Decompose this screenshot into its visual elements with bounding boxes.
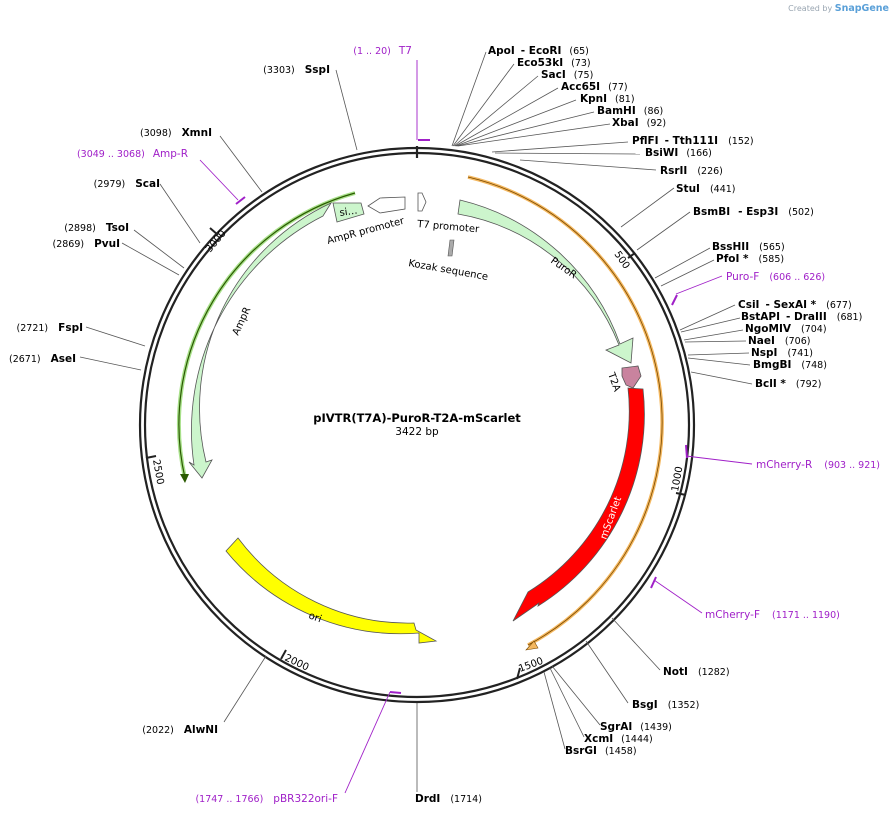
credit-text: Created by (788, 4, 833, 13)
site-nspi[interactable]: NspI(741) (751, 347, 813, 359)
site-bsrgi[interactable]: BsrGI(1458) (565, 745, 637, 757)
ori-label: ori (307, 610, 323, 625)
site-bsgi[interactable]: BsgI(1352) (632, 699, 699, 711)
site-rsrii[interactable]: RsrII(226) (660, 165, 723, 177)
snapgene-credit: Created by SnapGene (788, 3, 889, 14)
primer-pbr322ori-f[interactable]: (1747 .. 1766)pBR322ori-F (195, 793, 338, 805)
orf-arrowhead (525, 640, 539, 651)
site-xbai[interactable]: XbaI(92) (612, 117, 666, 129)
site-noti[interactable]: NotI(1282) (663, 666, 730, 678)
kozak-label: Kozak sequence (407, 258, 488, 283)
site-sspi[interactable]: (3303)SspI (263, 64, 330, 76)
site-kpni[interactable]: KpnI(81) (580, 93, 635, 105)
site-drdi[interactable]: DrdI(1714) (415, 793, 482, 805)
site-asei[interactable]: (2671)AseI (9, 353, 76, 365)
plasmid-name: pIVTR(T7A)-PuroR-T2A-mScarlet (313, 411, 521, 425)
tick-1000-mark (675, 492, 687, 496)
site-stui[interactable]: StuI(441) (676, 183, 736, 195)
t7-promoter-label: T7 promoter (416, 219, 481, 236)
feature-ori[interactable] (225, 537, 438, 644)
snapgene-logo-text: SnapGene (834, 3, 889, 14)
site-csii[interactable]: CsiI- SexAI *(677) (738, 299, 852, 311)
primer-mcherry-r[interactable]: mCherry-R(903 .. 921) (756, 459, 880, 471)
site-bstapi[interactable]: BstAPI- DraIII(681) (741, 311, 862, 323)
primer-amp-r[interactable]: (3049 .. 3068)Amp-R (77, 148, 188, 160)
primer-marks (199, 60, 753, 794)
site-tsoi[interactable]: (2898)TsoI (64, 222, 129, 234)
orf-arc-ampr-core (178, 192, 356, 479)
feature-t2a[interactable] (621, 365, 642, 389)
primer-puro-f[interactable]: Puro-F(606 .. 626) (726, 271, 825, 283)
site-sgrai[interactable]: SgrAI(1439) (600, 721, 672, 733)
tick-1000: 1000 (670, 466, 685, 493)
site-bmgbi[interactable]: BmgBI(748) (753, 359, 827, 371)
primer-t7[interactable]: (1 .. 20)T7 (353, 45, 412, 57)
t2a-label: T2A (605, 370, 622, 393)
plasmid-size: 3422 bp (395, 426, 439, 438)
ampr-label: AmpR (231, 305, 254, 337)
site-xcmi[interactable]: XcmI(1444) (584, 733, 653, 745)
site-saci[interactable]: SacI(75) (541, 69, 593, 81)
feature-signal-sequence[interactable] (332, 202, 365, 223)
tick-2500: 2500 (150, 459, 165, 486)
site-scai[interactable]: (2979)ScaI (94, 178, 160, 190)
site-bamhi[interactable]: BamHI(86) (597, 105, 663, 117)
site-apoi[interactable]: ApoI- EcoRI(65) (488, 45, 589, 57)
signal-sequence-label: si… (339, 206, 358, 219)
tick-3000-mark (209, 227, 219, 236)
feature-ampr-promoter[interactable] (367, 196, 406, 214)
site-pflfi[interactable]: PflFI- Tth111I(152) (632, 135, 754, 147)
site-bsmbi[interactable]: BsmBI- Esp3I(502) (693, 206, 814, 218)
site-bcli[interactable]: BclI *(792) (755, 378, 821, 390)
site-bsshii[interactable]: BssHII(565) (712, 241, 785, 253)
site-pvui[interactable]: (2869)PvuI (52, 238, 120, 250)
feature-mscarlet[interactable] (512, 387, 645, 622)
feature-puror[interactable] (457, 199, 634, 364)
site-fspi[interactable]: (2721)FspI (17, 322, 83, 334)
orf-arc-puror-mscarlet-core (467, 176, 663, 646)
site-bsiwi[interactable]: BsiWI(166) (645, 147, 712, 159)
site-alwni[interactable]: (2022)AlwNI (142, 724, 218, 736)
site-xmni[interactable]: (3098)XmnI (140, 127, 212, 139)
primer-mcherry-f[interactable]: mCherry-F(1171 .. 1190) (705, 609, 840, 621)
orf-ampr-arrowhead (180, 474, 189, 483)
site-eco53ki[interactable]: Eco53kI(73) (517, 57, 591, 69)
site-pfoi[interactable]: PfoI *(585) (716, 253, 784, 265)
tick-2000-mark (280, 649, 287, 660)
tick-1500-mark (516, 667, 521, 680)
site-leaders (79, 51, 753, 792)
tick-3000: 3000 (204, 228, 229, 255)
feature-t7-promoter[interactable] (417, 192, 427, 212)
feature-kozak-sequence[interactable] (447, 239, 455, 257)
tick-2500-mark (145, 455, 157, 459)
tick-500-mark (627, 252, 636, 259)
site-naei[interactable]: NaeI(706) (748, 335, 810, 347)
site-acc65i[interactable]: Acc65I(77) (561, 81, 628, 93)
feature-ampr[interactable] (188, 202, 333, 479)
site-ngomiv[interactable]: NgoMIV(704) (745, 323, 827, 335)
